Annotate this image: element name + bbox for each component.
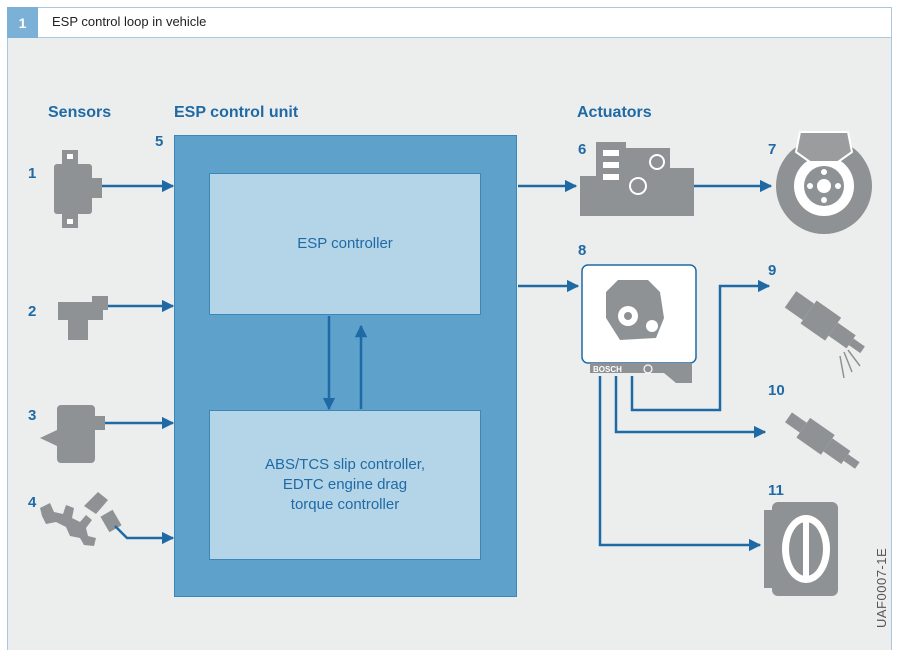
fuel-injector-icon <box>784 291 865 354</box>
slip-controller-line: EDTC engine drag <box>282 476 408 493</box>
wheel-brake-icon <box>776 131 872 234</box>
label-11: 11 <box>768 482 784 499</box>
label-9: 9 <box>768 262 777 279</box>
fuel-spray-icon <box>839 349 861 379</box>
actuators-header: Actuators <box>577 104 652 121</box>
label-3: 3 <box>28 407 37 424</box>
figure-number: 1 <box>7 7 38 38</box>
throttle-valve-icon <box>764 502 838 596</box>
ecu-to-throttle-arrow <box>598 376 762 552</box>
wheel-speed-sensor-icon <box>40 405 105 463</box>
spark-plug-icon <box>785 412 860 469</box>
figure-code: UAF0007-1E <box>874 547 889 628</box>
sensor-4-arrow <box>114 525 175 545</box>
label-5: 5 <box>155 133 164 150</box>
brake-pressure-sensor-icon <box>58 296 108 340</box>
label-7: 7 <box>768 141 777 158</box>
slip-controller-line: torque controller <box>290 496 400 513</box>
sensors-header: Sensors <box>48 104 112 121</box>
figure-title-bar <box>7 7 892 38</box>
control-unit-header: ESP control unit <box>174 104 299 121</box>
esp-controller-label: ESP controller <box>297 235 393 252</box>
yaw-rate-sensor-icon <box>40 492 122 546</box>
slip-controller-label: ABS/TCS slip controller, EDTC engine dra… <box>265 455 425 515</box>
label-10: 10 <box>768 382 785 399</box>
slip-controller-line: ABS/TCS slip controller, <box>264 456 426 473</box>
figure-title: ESP control loop in vehicle <box>52 14 207 29</box>
slip-controller-block: ABS/TCS slip controller, EDTC engine dra… <box>209 410 481 560</box>
ecu-brand-label: BOSCH <box>593 365 622 374</box>
engine-ecu-icon <box>581 264 697 383</box>
label-8: 8 <box>578 242 587 259</box>
label-1: 1 <box>28 165 37 182</box>
label-4: 4 <box>28 494 37 511</box>
ecu-to-injector-arrow <box>630 279 771 412</box>
label-2: 2 <box>28 303 37 320</box>
ecu-to-spark-plug-arrow <box>614 376 767 439</box>
label-6: 6 <box>578 141 587 158</box>
steering-angle-sensor-icon <box>54 150 102 228</box>
hydraulic-modulator-icon <box>580 142 694 216</box>
esp-controller-block: ESP controller <box>209 173 481 315</box>
